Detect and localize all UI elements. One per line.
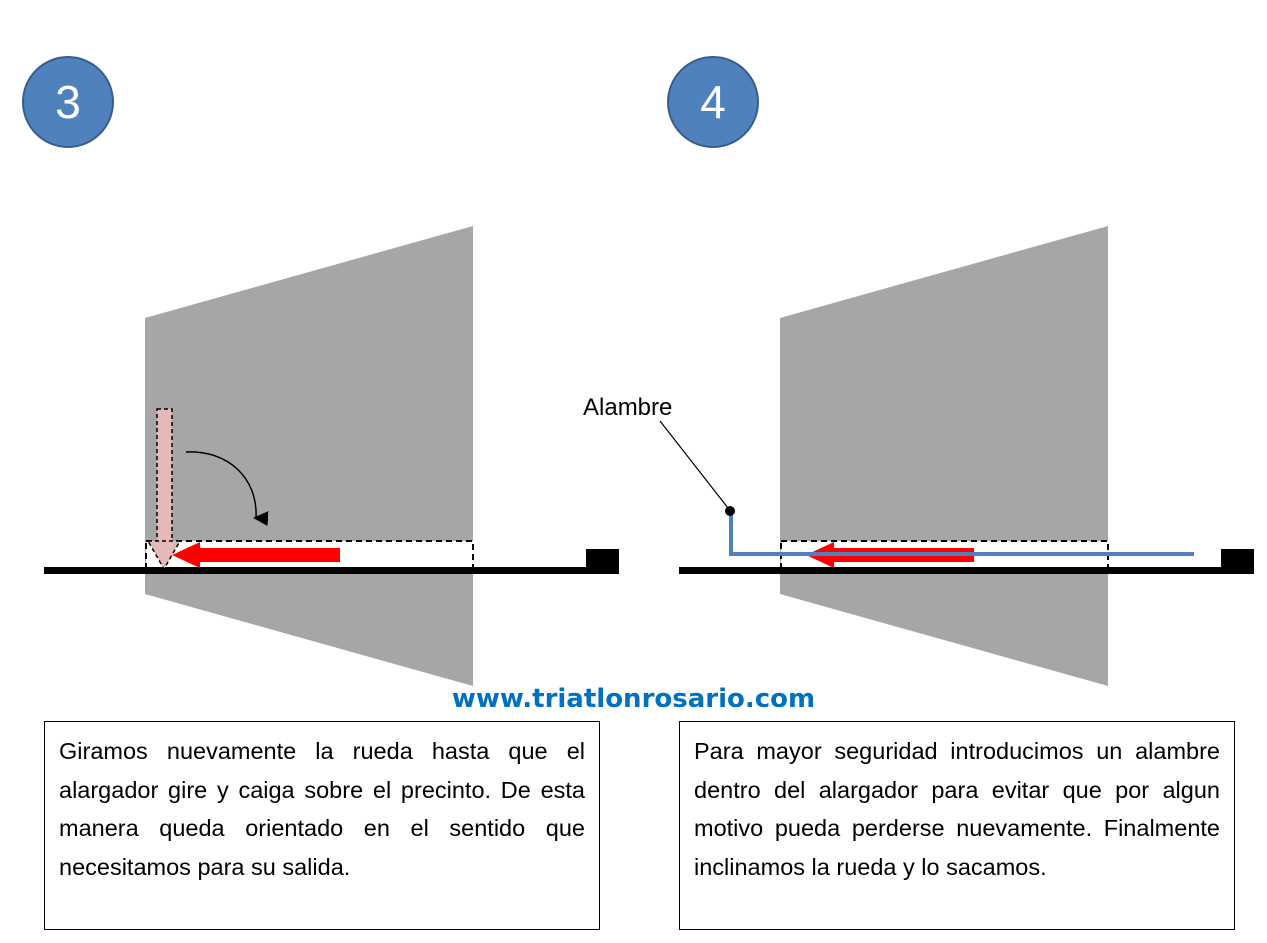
wire-callout-line [659,420,729,509]
wire-label: Alambre [583,394,672,421]
red-arrow-left [172,542,340,568]
valve-block-right [1221,549,1254,574]
panel-3 [44,226,619,686]
step-3-badge: 3 [22,56,114,148]
step-4-badge: 4 [667,56,759,148]
rim-left [145,226,473,686]
wire-end-dot [725,506,735,516]
rotation-arrow [185,451,269,527]
wire [729,512,1194,556]
ground-line-right [679,567,1249,574]
website-url: www.triatlonrosario.com [451,684,816,714]
caption-step-4: Para mayor seguridad introducimos un ala… [679,721,1235,930]
rim-right [780,226,1108,686]
caption-step-3: Giramos nuevamente la rueda hasta que el… [44,721,600,930]
ground-line-left [44,567,614,574]
valve-block-left [586,549,619,574]
panel-4: Alambre [583,226,1254,686]
faded-down-arrow [146,408,182,571]
